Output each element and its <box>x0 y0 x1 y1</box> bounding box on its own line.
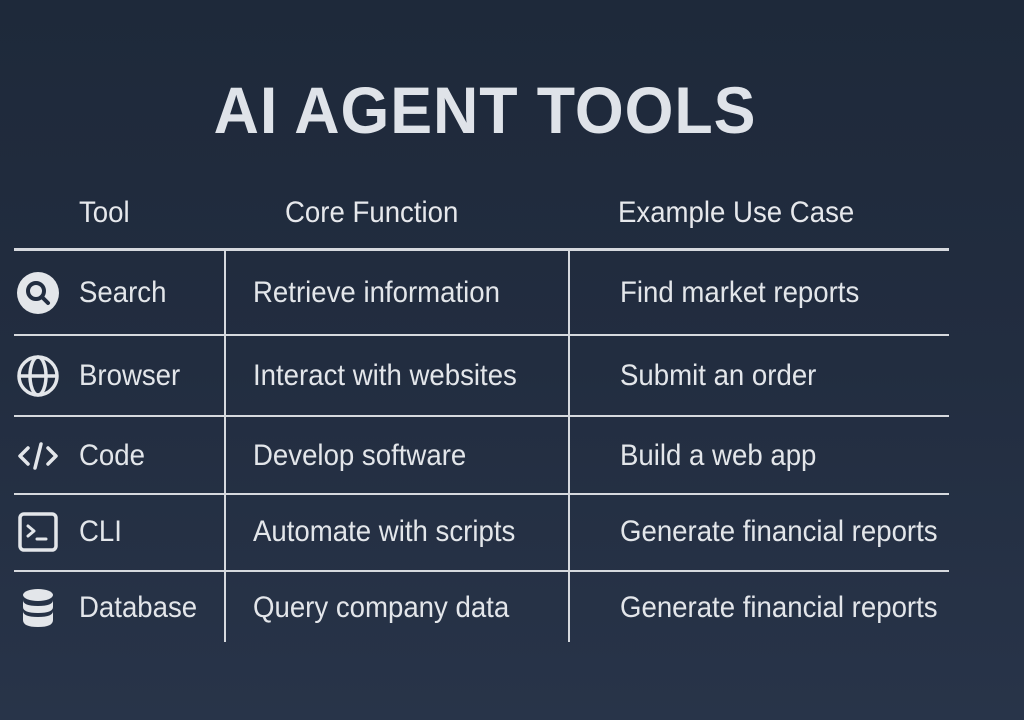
example-use-case: Find market reports <box>620 276 860 309</box>
search-icon <box>16 272 60 314</box>
tool-name: Search <box>79 276 167 309</box>
tool-name: Database <box>79 591 198 624</box>
table-row: Search Retrieve information Find market … <box>0 272 1024 314</box>
example-use-case: Submit an order <box>620 359 817 392</box>
row-divider <box>14 415 949 417</box>
terminal-icon <box>16 512 60 552</box>
header-core-function: Core Function <box>285 196 459 229</box>
table-row: Database Query company data Generate fin… <box>0 588 1024 628</box>
row-divider <box>14 493 949 495</box>
page-title: AI AGENT TOOLS <box>213 73 757 147</box>
example-use-case: Build a web app <box>620 439 817 472</box>
tool-name: Code <box>79 439 145 472</box>
header-tool: Tool <box>79 196 130 229</box>
column-divider <box>224 249 226 642</box>
database-icon <box>16 588 60 628</box>
header-example-use-case: Example Use Case <box>618 196 855 229</box>
column-divider <box>568 249 570 642</box>
core-function: Develop software <box>253 439 467 472</box>
core-function: Automate with scripts <box>253 515 516 548</box>
core-function: Query company data <box>253 591 510 624</box>
header-divider <box>14 248 949 251</box>
tool-name: CLI <box>79 515 122 548</box>
row-divider <box>14 334 949 336</box>
core-function: Retrieve information <box>253 276 500 309</box>
table-row: CLI Automate with scripts Generate finan… <box>0 512 1024 552</box>
example-use-case: Generate financial reports <box>620 591 938 624</box>
row-divider <box>14 570 949 572</box>
table-row: Browser Interact with websites Submit an… <box>0 355 1024 397</box>
example-use-case: Generate financial reports <box>620 515 938 548</box>
globe-icon <box>16 355 60 397</box>
core-function: Interact with websites <box>253 359 517 392</box>
code-icon <box>16 436 60 476</box>
tool-name: Browser <box>79 359 181 392</box>
table-row: Code Develop software Build a web app <box>0 436 1024 476</box>
